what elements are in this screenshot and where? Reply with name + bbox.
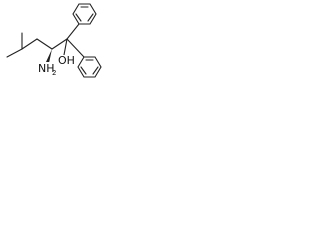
bond-carbinol-oh [63, 38, 68, 56]
hydroxyl-label: OH [57, 54, 75, 67]
hydroxyl-text: OH [58, 54, 75, 67]
lower-phenyl-ring [77, 56, 102, 78]
bond-chiral-ch2 [36, 38, 53, 50]
bond-ch2-ch [21, 38, 38, 50]
amine-text: NH [38, 62, 55, 75]
bond-carbinol-chiral [51, 38, 68, 50]
stereo-wedge-bond [46, 49, 52, 63]
upper-phenyl-ring [72, 3, 97, 25]
amine-label: NH 2 [38, 62, 56, 77]
amine-subscript: 2 [52, 69, 56, 77]
bond-carbinol-upper-ring [66, 23, 80, 40]
bond-ch-methyl-left [6, 48, 23, 58]
chemical-structure-diagram: OH NH 2 [6, 3, 102, 78]
bond-carbinol-lower-ring [66, 38, 85, 58]
